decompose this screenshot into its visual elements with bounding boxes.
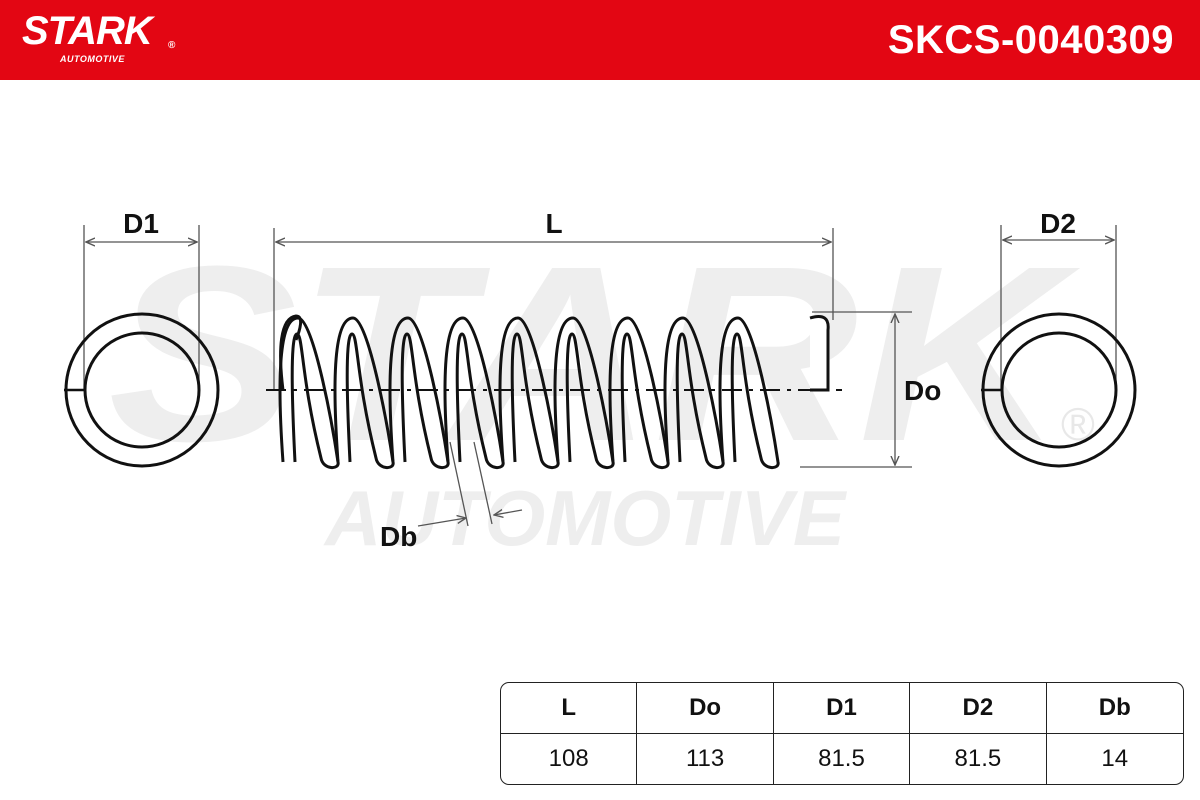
db-arrow-left: [417, 518, 466, 527]
spec-header-d2: D2: [910, 683, 1047, 734]
stark-logo: STARK ® AUTOMOTIVE: [22, 9, 175, 64]
part-number: SKCS-0040309: [887, 18, 1174, 62]
logo-subtitle: AUTOMOTIVE: [60, 54, 125, 64]
watermark-subtitle: AUTOMOTIVE: [323, 474, 847, 562]
spring-coil: [608, 316, 670, 469]
d1-label: D1: [123, 208, 159, 239]
do-label: Do: [904, 375, 941, 406]
spec-header-d1: D1: [773, 683, 911, 734]
spec-value-d2: 81.5: [910, 734, 1047, 784]
d2-label: D2: [1040, 208, 1076, 239]
right-end-view: D2: [981, 208, 1137, 468]
left-end-view: D1: [64, 208, 220, 468]
logo-registered-mark: ®: [168, 40, 176, 51]
spec-value-row: 108 113 81.5 81.5 14: [501, 734, 1183, 784]
spring-coil: [333, 316, 395, 469]
spec-value-l: 108: [501, 734, 638, 784]
spring-coil: [718, 316, 780, 469]
db-extension-left: [449, 441, 469, 527]
spec-header-l: L: [501, 683, 638, 734]
d2-inner-circle: [1000, 331, 1118, 449]
spring-coil: [278, 316, 340, 469]
spec-value-do: 113: [637, 734, 774, 784]
spring-coil: [553, 316, 615, 469]
watermark-registered-mark: ®: [1061, 398, 1095, 450]
d1-inner-circle: [83, 331, 201, 449]
spring-coil: [388, 316, 450, 469]
spring-diagram: STARK AUTOMOTIVE ® D1 D2 L Do: [64, 208, 1137, 562]
spring-end-tip: [809, 315, 830, 392]
l-label: L: [545, 208, 562, 239]
spec-header-do: Do: [637, 683, 774, 734]
db-label: Db: [380, 521, 417, 552]
spec-value-d1: 81.5: [774, 734, 911, 784]
spring-side-view: [266, 314, 842, 469]
watermark: STARK AUTOMOTIVE ®: [108, 214, 1095, 562]
logo-brand-text: STARK: [22, 9, 153, 53]
length-dimension: L: [273, 208, 834, 390]
db-extension-right: [473, 441, 493, 525]
db-arrow-right: [494, 510, 523, 515]
spec-header-row: L Do D1 D2 Db: [501, 683, 1183, 734]
spring-coil: [443, 316, 505, 469]
spring-coil: [663, 316, 725, 469]
spec-header-db: Db: [1046, 683, 1183, 734]
spring-start-cap: [279, 314, 303, 391]
wire-diameter-dimension: Db: [380, 441, 523, 552]
header-bar: STARK ® AUTOMOTIVE SKCS-0040309: [0, 0, 1200, 80]
spec-value-db: 14: [1101, 745, 1129, 772]
spring-coil: [498, 316, 560, 469]
spec-table: L Do D1 D2 Db 108 113 81.5 81.5 14: [500, 682, 1184, 785]
spring-coils: [278, 314, 780, 469]
outer-diameter-dimension: Do: [800, 311, 941, 468]
